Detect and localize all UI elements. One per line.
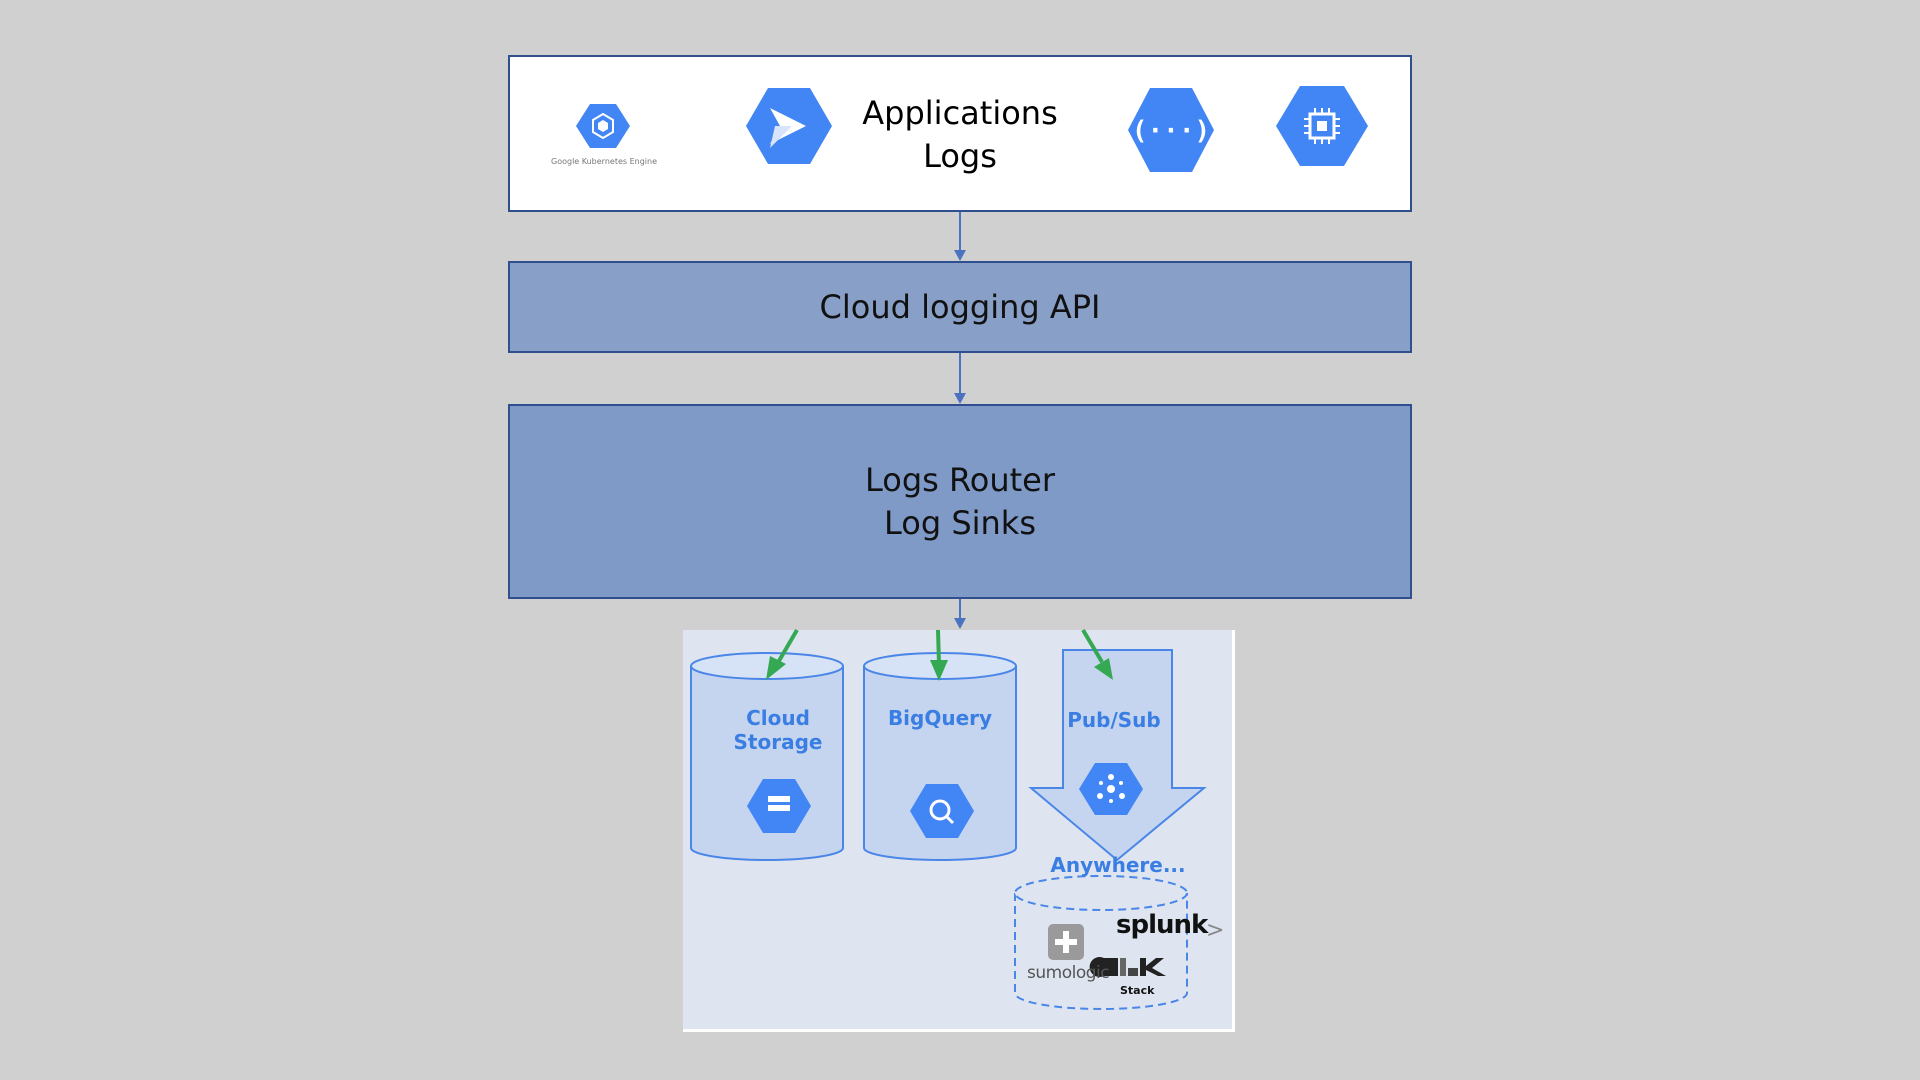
applications-logs-box [508,55,1412,212]
log-sinks-label: Log Sinks [883,503,1036,542]
connector-router-destinations [959,599,961,623]
compute-engine-icon [1276,86,1368,166]
connector-api-router [959,353,961,397]
splunk-chevron-icon: > [1206,918,1224,943]
connector-apps-api [959,212,961,254]
cloud-storage-label-line1: Cloud [746,706,810,730]
sink-arrow-bigquery [930,629,948,681]
cloud-storage-icon [747,779,811,833]
sumologic-icon [1048,924,1084,960]
kubernetes-engine-icon [576,104,630,148]
applications-title: Applications Logs [860,92,1060,178]
arrowhead-api [954,250,966,261]
sink-arrow-pubsub [1081,628,1113,680]
elk-logo-icon [1089,956,1166,977]
cloud-storage-label: Cloud Storage [712,706,844,754]
cloud-storage-label-line2: Storage [733,730,823,754]
cloud-logging-api-box: Cloud logging API [508,261,1412,353]
cloud-run-icon [746,88,832,164]
sink-arrow-cloud-storage [766,628,799,680]
bigquery-label: BigQuery [887,706,993,730]
gke-caption: Google Kubernetes Engine [551,157,657,166]
pubsub-arrow-shape [1028,649,1207,862]
cloud-logging-api-label: Cloud logging API [819,287,1101,326]
splunk-logo: splunk [1116,910,1208,940]
cloud-functions-icon: (···) [1128,88,1214,172]
applications-title-line1: Applications [862,94,1058,132]
logs-router-box: Logs Router Log Sinks [508,404,1412,599]
anywhere-cylinder [1014,875,1188,1010]
logs-router-label: Logs Router [864,460,1056,499]
sumologic-logo: sumologic [1027,963,1110,983]
pubsub-icon [1079,763,1143,815]
applications-title-line2: Logs [923,137,997,175]
bigquery-cylinder [863,652,1017,861]
elk-stack-label: Stack [1120,984,1155,997]
bigquery-icon [910,784,974,838]
arrowhead-router [954,393,966,404]
anywhere-label: Anywhere... [1050,853,1186,877]
svg-text:(···): (···) [1132,116,1210,146]
pubsub-label: Pub/Sub [1067,708,1161,732]
arrowhead-destinations [954,618,966,629]
